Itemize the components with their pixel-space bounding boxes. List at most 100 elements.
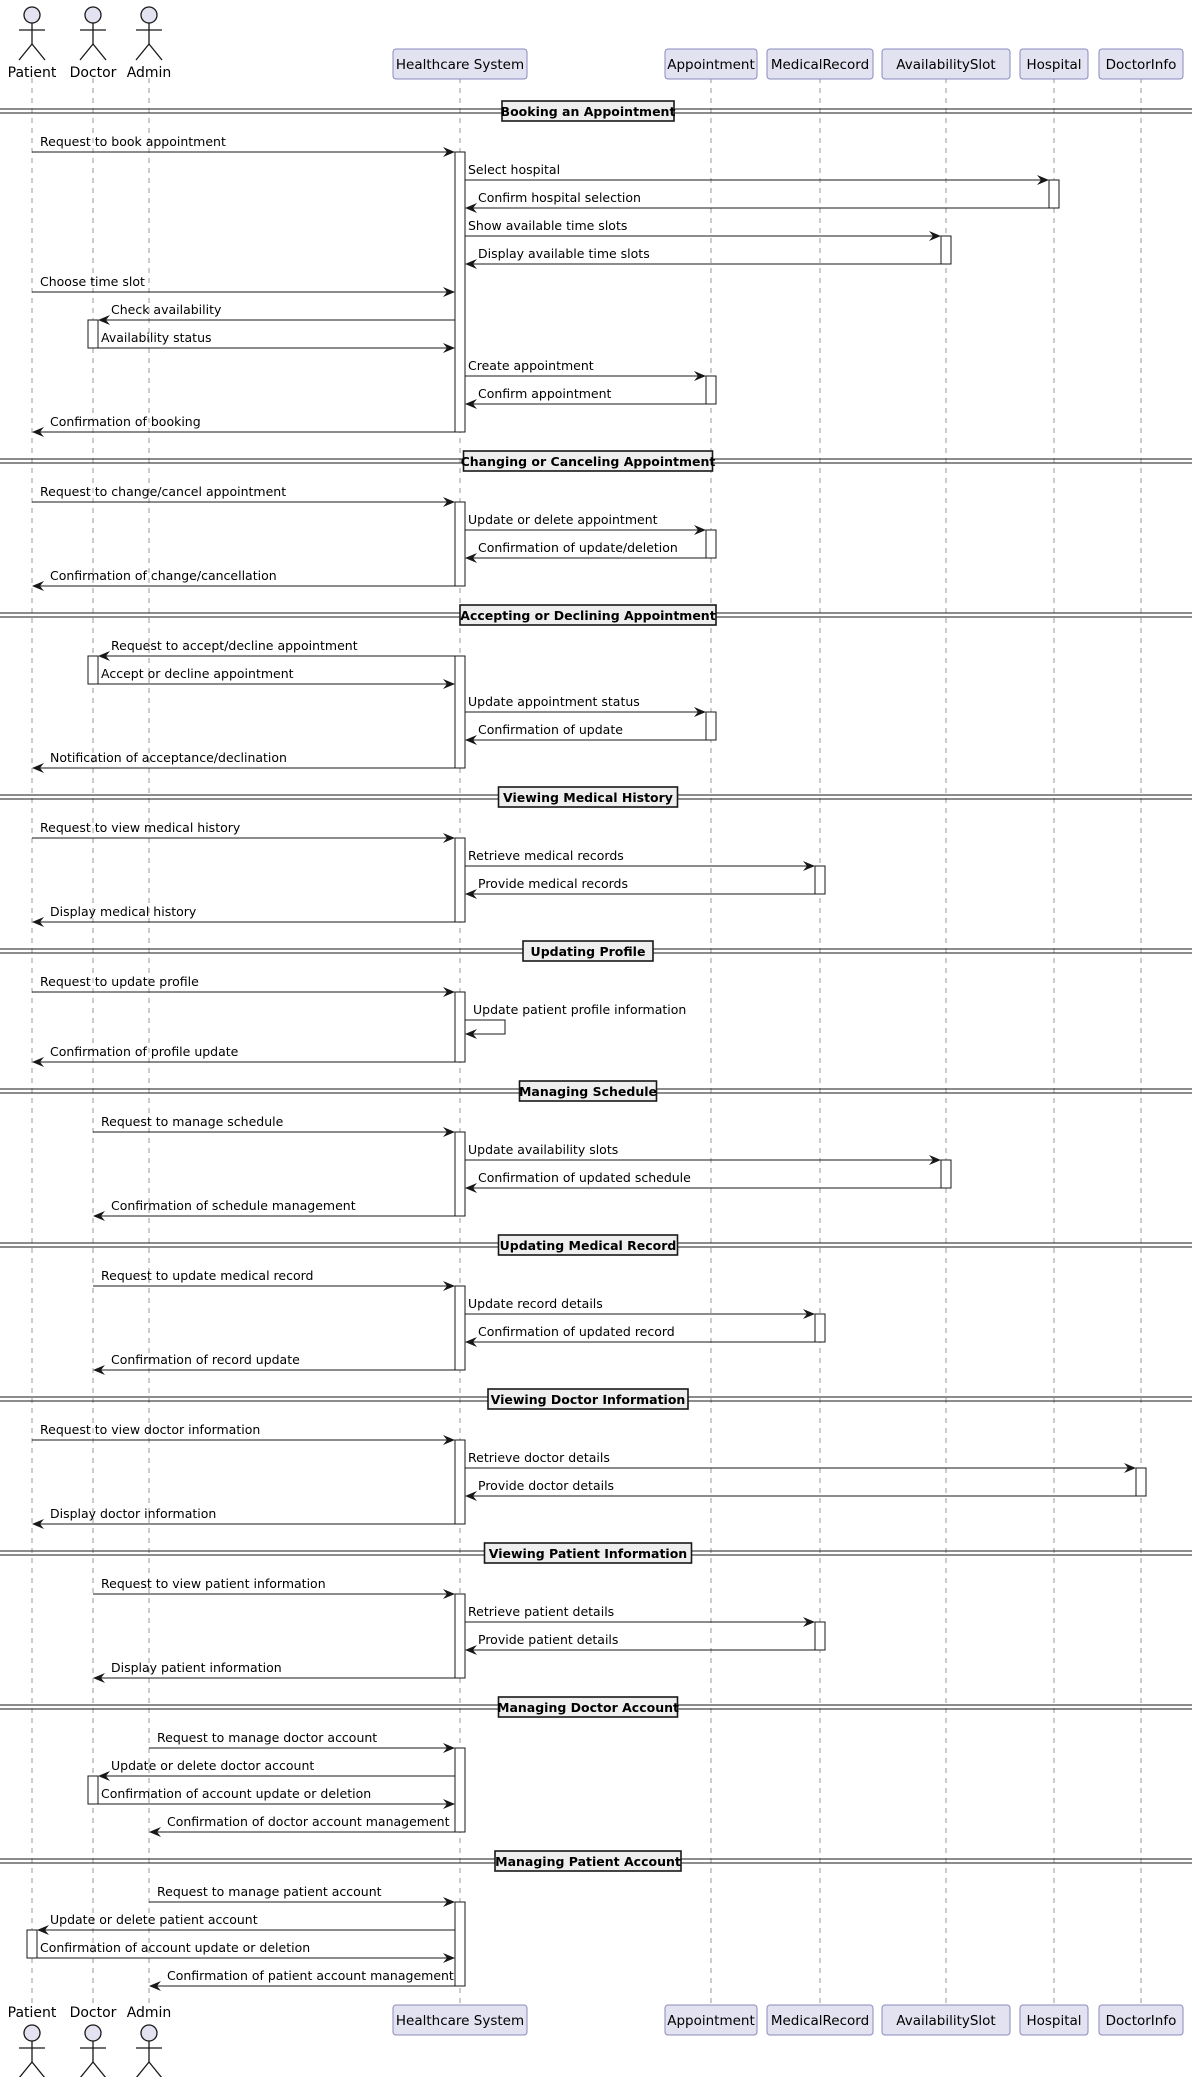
message-arrow: Confirmation of change/cancellation [32,568,455,591]
section-title-box [494,1850,682,1872]
message-arrow: Request to manage doctor account [149,1730,455,1753]
message-label: Request to view doctor information [40,1422,260,1437]
section-title: Viewing Medical History [503,790,673,805]
message-label: Confirmation of schedule management [111,1198,356,1213]
activation-bar [1048,179,1060,209]
message-label: Request to manage patient account [157,1884,382,1899]
participant-doctorinfo-top: DoctorInfo [1098,48,1184,80]
section-title: Viewing Doctor Information [491,1392,686,1407]
message-arrow: Provide patient details [465,1632,815,1655]
activation-bar [87,655,99,685]
participant-appointment-top: Appointment [664,48,758,80]
participant-system-top: Healthcare System [392,48,528,80]
participant-slot-bottom: AvailabilitySlot [881,2004,1011,2036]
message-label: Retrieve patient details [468,1604,614,1619]
actor-leg [18,2061,33,2077]
message-label: Request to update medical record [101,1268,313,1283]
participant-box [392,48,528,80]
activation-bar [454,501,466,587]
actor-admin-bottom: Admin [127,2005,172,2077]
message-label: Request to book appointment [40,134,226,149]
section-title: Updating Medical Record [500,1238,677,1253]
activation-bar [1135,1467,1147,1497]
message-label: Confirm hospital selection [478,190,641,205]
message-label: Confirmation of update [478,722,623,737]
message-arrow: Request to view medical history [32,820,455,843]
section-divider: Viewing Medical History [0,786,1192,808]
section-title: Managing Doctor Account [497,1700,679,1715]
message-label: Confirmation of profile update [50,1044,239,1059]
actor-patient-top: Patient [8,6,57,81]
participant-label: Admin [127,2005,172,2021]
actor-admin-top: Admin [127,6,172,81]
section-title-box [501,100,675,122]
section-title-box [462,450,714,472]
participant-box [392,2004,528,2036]
message-arrow: Display available time slots [465,246,941,269]
participant-box [881,2004,1011,2036]
actor-patient-bottom: Patient [8,2005,57,2077]
message-label: Update or delete appointment [468,512,658,527]
participant-medicalrecord-top: MedicalRecord [766,48,874,80]
section-title: Viewing Patient Information [489,1546,687,1561]
message-label: Update or delete patient account [50,1912,258,1927]
message-label: Accept or decline appointment [101,666,294,681]
message-arrow: Request to view doctor information [32,1422,455,1445]
message-arrow: Request to update medical record [93,1268,455,1291]
section-divider: Accepting or Declining Appointment [0,604,1192,626]
section-divider: Updating Medical Record [0,1234,1192,1256]
section-title-box [459,604,717,626]
actor-head-icon [23,2024,41,2042]
message-label: Request to manage schedule [101,1114,284,1129]
actor-leg [135,2061,150,2077]
message-arrow: Request to manage patient account [149,1884,455,1907]
message-arrow: Confirmation of updated record [465,1324,815,1347]
message-label: Choose time slot [40,274,145,289]
actor-head-icon [84,6,102,24]
activation-bar [940,1159,952,1189]
message-label: Check availability [111,302,222,317]
actor-head-icon [140,6,158,24]
message-arrow: Request to update profile [32,974,455,997]
message-arrow: Retrieve patient details [465,1604,815,1627]
participant-system-bottom: Healthcare System [392,2004,528,2036]
participant-label: Patient [8,2005,57,2021]
participant-box [881,48,1011,80]
message-label: Confirmation of updated schedule [478,1170,691,1185]
participant-label: Admin [127,65,172,81]
message-arrow: Confirmation of profile update [32,1044,455,1067]
participant-label: Doctor [70,2005,117,2021]
activation-bar [454,1439,466,1525]
section-title: Changing or Canceling Appointment [461,454,716,469]
activation-bar [454,1285,466,1371]
message-arrow: Update or delete patient account [37,1912,455,1935]
activation-bar [454,655,466,769]
activation-bar [87,319,99,349]
message-arrow: Confirmation of updated schedule [465,1170,941,1193]
participant-medicalrecord-bottom: MedicalRecord [766,2004,874,2036]
participant-label: AvailabilitySlot [896,57,995,73]
participant-slot-top: AvailabilitySlot [881,48,1011,80]
message-arrow: Request to change/cancel appointment [32,484,455,507]
message-label: Update record details [468,1296,603,1311]
participant-box [1098,2004,1184,2036]
message-arrow: Confirmation of patient account manageme… [149,1968,455,1991]
message-arrow: Request to accept/decline appointment [98,638,455,661]
message-arrow: Display patient information [93,1660,455,1683]
section-title-box [522,940,654,962]
message-label: Confirmation of updated record [478,1324,675,1339]
message-arrow: Update availability slots [465,1142,941,1165]
message-arrow: Update or delete appointment [465,512,706,535]
section-divider: Managing Patient Account [0,1850,1192,1872]
message-arrow: Choose time slot [32,274,455,297]
message-arrow: Create appointment [465,358,706,381]
actor-leg [92,43,107,61]
participant-label: Healthcare System [396,2013,524,2029]
section-title-box [497,1696,679,1718]
message-arrow: Retrieve medical records [465,848,815,871]
actor-leg [92,2061,107,2077]
message-arrow: Request to view patient information [93,1576,455,1599]
section-title: Booking an Appointment [501,104,676,119]
activation-bar [940,235,952,265]
message-label: Notification of acceptance/declination [50,750,287,765]
